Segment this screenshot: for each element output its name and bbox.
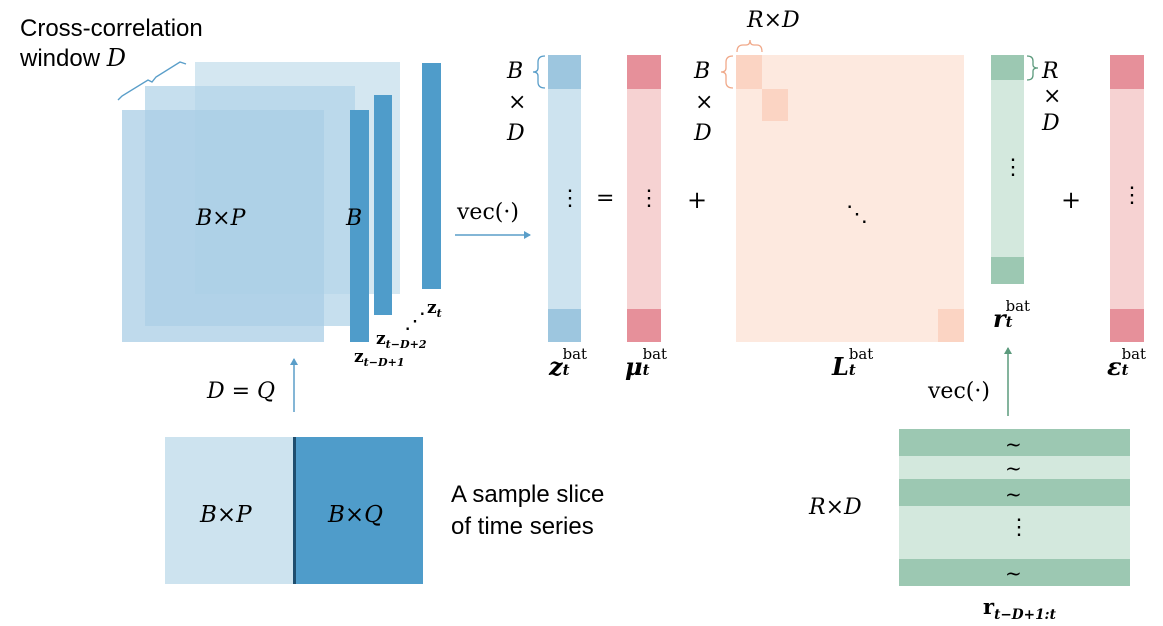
eps-bat-bottom-block: [1110, 309, 1144, 342]
r-seq-tilde-3: ~: [1005, 482, 1022, 506]
sample-slice-caption-2: of time series: [451, 513, 594, 540]
r-seq-row-3: [899, 559, 1130, 586]
diagonal-ellipsis: ⋰: [404, 309, 426, 334]
r-seq-row-1: [899, 429, 1130, 456]
r-seq-tilde-2: ~: [1005, 456, 1022, 480]
plus-sign-2: +: [1061, 186, 1082, 214]
mu-bat-vector: [627, 55, 661, 342]
vec-operator-right: vec(·): [928, 379, 990, 404]
mu-bat-top-block: [627, 55, 661, 89]
r-seq-vdots: ⋮: [1008, 515, 1030, 540]
sample-slice-caption-1: A sample slice: [451, 481, 605, 508]
r-bat-times-label: ×: [1043, 84, 1062, 109]
window-title: window D: [20, 46, 126, 71]
r-seq-row-2: [899, 479, 1130, 506]
r-bat-bottom-block: [991, 257, 1024, 284]
window-var: D: [106, 44, 126, 72]
r-bat-vdots: ⋮: [1002, 155, 1024, 180]
r-seq-tilde-4: ~: [1005, 561, 1022, 585]
l-bat-brace: [720, 55, 734, 89]
z-bat-b-label: B: [507, 59, 524, 84]
slice-future-block: [293, 437, 423, 584]
r-bat-vector: [991, 55, 1024, 284]
r-seq-label: rt−D+1:t: [983, 594, 1056, 623]
plus-sign-1: +: [687, 186, 708, 214]
l-bat-b-label: B: [694, 59, 711, 84]
r-bat-d-label: D: [1042, 111, 1060, 136]
cross-correlation-title: Cross-correlation: [20, 15, 203, 42]
r-bat-r-label: R: [1042, 59, 1059, 84]
l-bat-ddots: ⋱: [846, 202, 868, 227]
equals-sign: =: [596, 186, 615, 211]
vec-operator-left: vec(·): [457, 200, 519, 225]
z-bat-times-label: ×: [508, 90, 527, 115]
window-dimension-label: B×P: [196, 206, 246, 231]
l-bat-block-1: [736, 55, 762, 89]
mu-bat-vdots: ⋮: [638, 186, 660, 211]
l-bat-block-last: [938, 309, 964, 342]
slice-future-label: B×Q: [328, 502, 384, 528]
r-bat-top-block: [991, 55, 1024, 80]
z-bat-brace: [532, 55, 546, 89]
slice-past-label: B×P: [200, 502, 252, 528]
z-bat-top-block: [548, 55, 581, 89]
r-seq-tilde-1: ~: [1005, 432, 1022, 456]
r-seq-dimension-label: R×D: [809, 495, 862, 520]
l-bat-block-2: [762, 89, 788, 121]
d-equals-q-label: D = Q: [207, 379, 276, 404]
z-vector-t-d1: [350, 110, 369, 342]
window-word: window: [20, 45, 101, 72]
vector-dimension-label: B: [346, 206, 363, 231]
z-t-d2-label: zt−D+2: [376, 329, 427, 351]
z-vector-t: [422, 63, 441, 289]
l-bat-times-label: ×: [695, 90, 714, 115]
z-bat-vdots: ⋮: [559, 186, 581, 211]
l-bat-top-brace: [736, 39, 763, 53]
r-bat-brace: [1026, 55, 1039, 81]
window-brace: [117, 61, 187, 101]
eps-bat-vector: [1110, 55, 1144, 342]
z-bat-bottom-block: [548, 309, 581, 342]
z-vector-t-d2: [374, 95, 392, 315]
slice-past-block: [165, 437, 293, 584]
window-layer-front: [122, 110, 324, 342]
l-bat-d-label: D: [694, 121, 712, 146]
eps-bat-vdots: ⋮: [1121, 183, 1143, 208]
eps-bat-top-block: [1110, 55, 1144, 89]
z-t-label: zt: [427, 298, 442, 320]
z-t-d1-label: zt−D+1: [354, 347, 405, 369]
l-bat-r-times-d-label: R×D: [747, 8, 800, 33]
z-bat-d-label: D: [507, 121, 525, 146]
mu-bat-bottom-block: [627, 309, 661, 342]
z-bat-vector: [548, 55, 581, 342]
